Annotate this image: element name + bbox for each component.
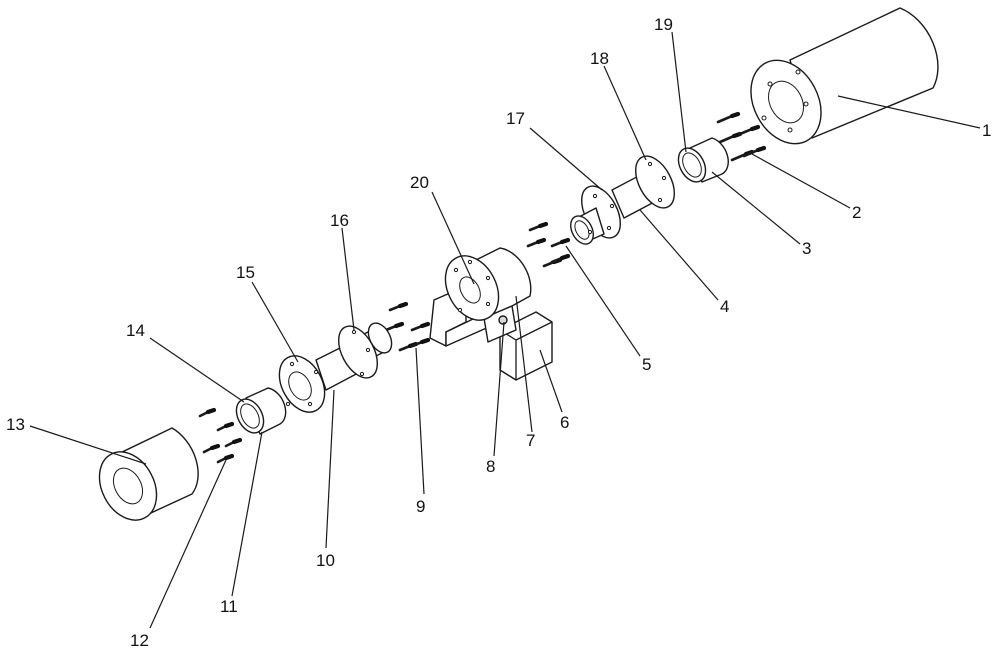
callout-19: 19 [654,15,673,34]
part-10-left-flange-shaft [278,322,393,413]
callout-labels: 1 2 3 4 5 6 7 8 9 10 11 12 13 14 15 16 1… [6,15,991,650]
callout-6: 6 [560,413,569,432]
callout-4: 4 [720,297,729,316]
callout-13: 13 [6,415,25,434]
callout-5: 5 [642,355,651,374]
callout-15: 15 [236,263,255,282]
callout-1: 1 [982,121,991,140]
callout-10: 10 [316,551,335,570]
callout-2: 2 [852,203,861,222]
callout-12: 12 [130,631,149,650]
callout-14: 14 [126,321,145,340]
callout-20: 20 [410,173,429,192]
part-13-short-tube [98,427,199,521]
callout-11: 11 [220,597,238,616]
part-8-screw [498,315,508,325]
callout-3: 3 [802,239,811,258]
part-5-bolts [526,221,571,268]
leader-lines [29,31,981,629]
part-9-bolts [384,301,431,352]
callout-18: 18 [590,49,609,68]
part-2-bolts [716,111,767,162]
callout-16: 16 [330,211,349,230]
part-12-bolts [198,407,243,464]
part-4-right-flange-shaft [570,155,675,245]
callout-7: 7 [526,431,535,450]
part-3-sleeve [677,137,729,183]
callout-9: 9 [416,497,425,516]
callout-17: 17 [506,109,525,128]
part-6-7-housing-bracket [429,247,553,381]
callout-8: 8 [486,457,495,476]
part-11-left-sleeve [235,387,287,435]
part-1-large-tube [750,7,939,145]
